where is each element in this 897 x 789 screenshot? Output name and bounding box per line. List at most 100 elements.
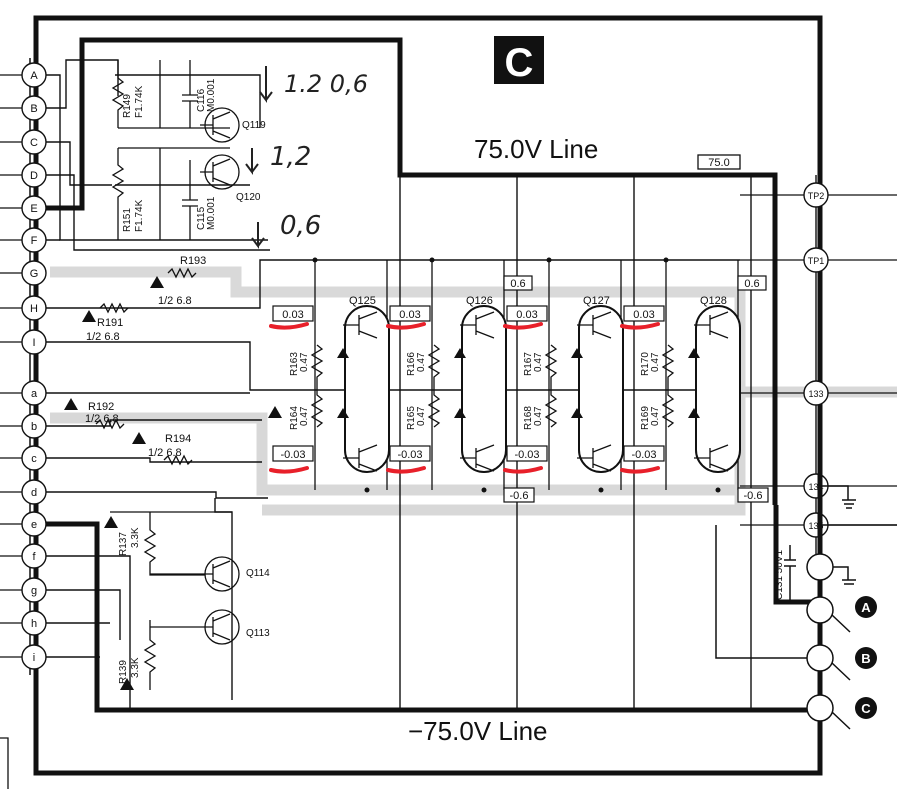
red-highlight-mark — [503, 322, 543, 330]
transistor-label: Q127 — [583, 295, 610, 307]
left-pin-F: F — [0, 227, 47, 253]
left-pin-label: C — [30, 137, 38, 149]
section-badge-box — [494, 36, 544, 84]
c116-label: C116 — [196, 88, 207, 112]
left-pin-label: A — [30, 70, 38, 82]
r137-label: R137 — [118, 532, 129, 556]
voltage-bottom: -0.03 — [514, 449, 539, 461]
left-pin-label: h — [31, 618, 37, 630]
red-highlight-mark — [620, 322, 660, 330]
left-pin-label: c — [31, 453, 37, 465]
r149-value: F1.74K — [134, 85, 145, 118]
left-pin-i: i — [0, 644, 47, 670]
positive-rail-box-text: 75.0 — [708, 157, 729, 169]
output-terminal-label: A — [861, 600, 871, 615]
left-pin-label: a — [31, 388, 38, 400]
voltage-top: 0.03 — [633, 309, 654, 321]
left-pin-e: e — [0, 511, 47, 537]
left-pin-label: I — [32, 337, 35, 349]
column-dividers — [399, 175, 752, 708]
r151-value: F1.74K — [134, 199, 145, 232]
resistor-label: R168 — [523, 406, 534, 430]
output-terminal-A: A — [855, 596, 877, 618]
bias-resistor-labels: R193 1/2 6.8 R191 1/2 6.8 R192 1/2 6.8 R… — [85, 255, 206, 459]
resistor-value: 0.47 — [416, 406, 427, 426]
left-pin-label: E — [30, 203, 37, 215]
resistor-label: R170 — [640, 352, 651, 376]
corner-bracket — [0, 737, 9, 789]
voltage-side-top: 0.6 — [510, 278, 525, 290]
output-terminal-group — [715, 470, 897, 730]
red-highlight-mark — [269, 322, 309, 330]
left-pin-label: B — [30, 103, 37, 115]
transistor-label: Q125 — [349, 295, 376, 307]
resistor-label: R167 — [523, 352, 534, 376]
r193-value: 1/2 6.8 — [158, 295, 192, 307]
left-pin-B: B — [0, 95, 47, 121]
negative-rail-trace — [42, 521, 820, 713]
test-point-TP2: TP2 — [740, 182, 897, 208]
left-pin-D: D — [0, 162, 47, 188]
resistor-label: R166 — [406, 352, 417, 376]
red-highlight-mark — [503, 466, 543, 474]
pin-traces — [42, 59, 740, 712]
output-terminal-label: C — [861, 701, 871, 716]
resistor-value: 0.47 — [650, 352, 661, 372]
c115-value: M0.001 — [206, 196, 217, 230]
test-point-label: TP2 — [808, 191, 825, 201]
left-pin-c: c — [0, 445, 47, 471]
left-pin-b: b — [0, 413, 47, 439]
transistor-label: Q128 — [700, 295, 727, 307]
positive-rail-trace — [42, 37, 778, 505]
test-point-label: TP1 — [808, 256, 825, 266]
output-terminal-label: B — [861, 651, 870, 666]
test-point-label: 135 — [808, 521, 823, 531]
positive-rail-box — [697, 154, 741, 170]
r192-value: 1/2 6.8 — [85, 413, 119, 425]
left-pin-label: b — [31, 421, 37, 433]
lower-driver-section — [110, 511, 240, 690]
resistor-label: R164 — [289, 406, 300, 430]
resistor-label: R163 — [289, 352, 300, 376]
left-pin-H: H — [0, 295, 47, 321]
top-driver-labels: R149 F1.74K C116 M0.001 R151 F1.74K C115… — [122, 78, 266, 232]
voltage-side-bottom: -0.6 — [510, 490, 529, 502]
output-terminal-C: C — [855, 697, 877, 719]
red-highlight-mark — [620, 466, 660, 474]
voltage-bottom: -0.03 — [280, 449, 305, 461]
q114-label: Q114 — [246, 568, 270, 579]
r194-label: R194 — [165, 433, 191, 445]
r191-label: R191 — [97, 317, 123, 329]
resistor-value: 0.47 — [650, 406, 661, 426]
test-point-133: 133 — [740, 380, 897, 406]
left-pin-A: A — [0, 62, 47, 88]
voltage-top: 0.03 — [399, 309, 420, 321]
bias-resistor-symbols — [95, 267, 197, 466]
r149-label: R149 — [122, 94, 133, 118]
resistor-label: R165 — [406, 406, 417, 430]
positive-rail-label: 75.0V Line — [474, 134, 598, 164]
left-pin-label: D — [30, 170, 38, 182]
r137-value: 3.3K — [130, 527, 141, 548]
resistor-value: 0.47 — [416, 352, 427, 372]
resistor-label: R169 — [640, 406, 651, 430]
left-pin-I: I — [0, 329, 47, 355]
output-bus-trace — [773, 505, 820, 605]
q119-label: Q119 — [242, 120, 266, 131]
resistor-value: 0.47 — [533, 352, 544, 372]
c116-value: M0.001 — [206, 78, 217, 112]
left-pin-label: g — [31, 585, 37, 597]
resistor-value: 0.47 — [299, 406, 310, 426]
test-point-TP1: TP1 — [740, 247, 897, 273]
red-highlight-mark — [386, 466, 426, 474]
section-badge: C — [505, 41, 534, 85]
left-pin-E: E — [0, 195, 47, 221]
red-highlight-mark — [386, 322, 426, 330]
r139-value: 3.3K — [130, 657, 141, 678]
voltage-side-top: 0.6 — [744, 278, 759, 290]
